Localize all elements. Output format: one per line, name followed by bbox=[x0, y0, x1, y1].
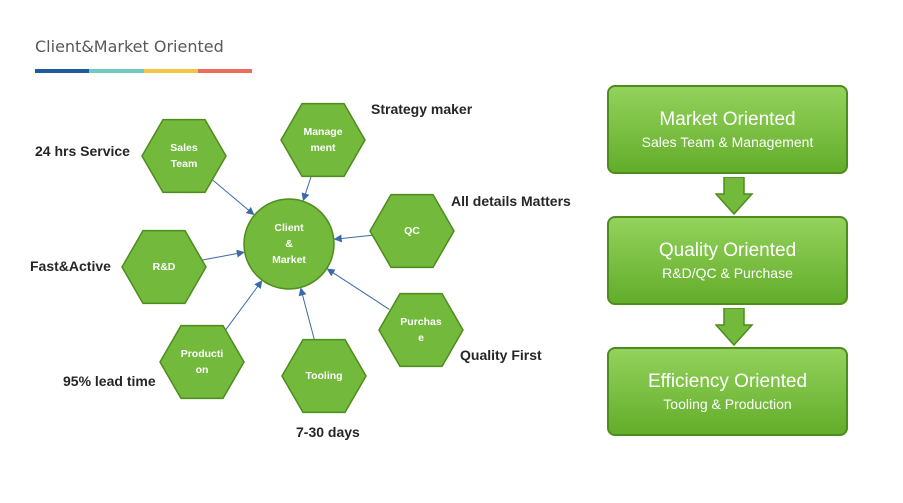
flow-box-quality: Quality Oriented R&D/QC & Purchase bbox=[607, 216, 848, 305]
connector-arrow-qc bbox=[333, 234, 375, 243]
underline-segment-4 bbox=[197, 69, 252, 73]
hexagon-label-sales: Sales Team bbox=[170, 142, 198, 170]
hexagon-management bbox=[280, 102, 366, 178]
center-label: Client & Market bbox=[272, 222, 306, 266]
hexagon-purchase bbox=[378, 292, 464, 368]
hexagon-label-production: Producti on bbox=[180, 348, 224, 376]
flow-box-market: Market Oriented Sales Team & Management bbox=[607, 85, 848, 174]
underline-segment-3 bbox=[143, 69, 198, 73]
callout-label-management: Strategy maker bbox=[371, 101, 473, 117]
page-title: Client&Market Oriented bbox=[35, 37, 224, 56]
connector-arrow-tooling bbox=[298, 287, 315, 340]
callout-label-sales: 24 hrs Service bbox=[35, 143, 130, 159]
down-arrow-1 bbox=[715, 177, 754, 216]
hexagon-tooling bbox=[281, 338, 367, 414]
callout-label-qc: All details Matters bbox=[451, 193, 571, 209]
connector-arrow-rd bbox=[201, 249, 245, 261]
callout-label-rd: Fast&Active bbox=[30, 258, 111, 274]
flow-box-title: Efficiency Oriented bbox=[647, 370, 808, 392]
underline-segment-1 bbox=[35, 69, 90, 73]
connector-arrow-purchase bbox=[326, 268, 390, 310]
flow-box-title: Quality Oriented bbox=[658, 239, 797, 261]
hexagon-label-purchase: Purchas e bbox=[400, 316, 442, 344]
flow-box-title: Market Oriented bbox=[659, 108, 796, 130]
hexagon-qc bbox=[369, 193, 455, 269]
callout-label-tooling: 7-30 days bbox=[296, 424, 360, 440]
hexagon-sales bbox=[141, 118, 227, 194]
center-circle bbox=[243, 198, 335, 290]
underline-segment-2 bbox=[89, 69, 144, 73]
hexagon-production bbox=[159, 324, 245, 400]
down-arrow-2 bbox=[715, 308, 754, 347]
connector-arrow-sales bbox=[212, 179, 255, 216]
hexagon-label-management: Manage ment bbox=[303, 126, 343, 154]
hexagon-label-qc: QC bbox=[404, 225, 420, 237]
hexagon-label-tooling: Tooling bbox=[305, 370, 343, 382]
flow-box-subtitle: Tooling & Production bbox=[663, 395, 792, 412]
flow-box-efficiency: Efficiency Oriented Tooling & Production bbox=[607, 347, 848, 436]
flow-box-subtitle: Sales Team & Management bbox=[641, 133, 814, 150]
connector-arrow-production bbox=[223, 280, 263, 332]
callout-label-purchase: Quality First bbox=[460, 347, 542, 363]
hexagon-rd bbox=[121, 229, 207, 305]
flow-box-subtitle: R&D/QC & Purchase bbox=[662, 264, 793, 281]
connector-arrow-management bbox=[301, 175, 312, 202]
title-underline bbox=[35, 69, 252, 73]
callout-label-production: 95% lead time bbox=[63, 373, 156, 389]
hexagon-label-rd: R&D bbox=[152, 261, 176, 273]
